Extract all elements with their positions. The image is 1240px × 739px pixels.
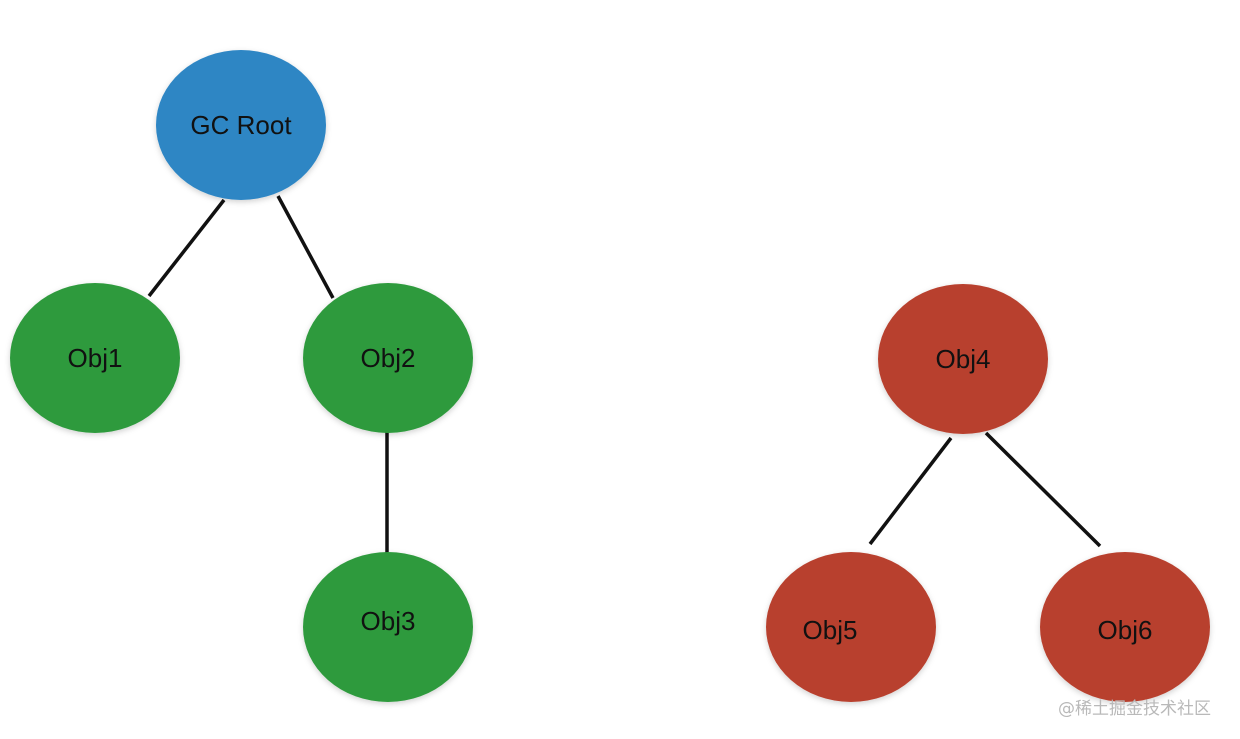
node-obj4-shape <box>878 284 1048 434</box>
node-obj1: Obj1 <box>10 283 180 433</box>
node-gc-root-shape <box>156 50 326 200</box>
node-obj6-shape <box>1040 552 1210 702</box>
watermark-text: @稀土掘金技术社区 <box>1058 699 1211 719</box>
node-obj5: Obj5 <box>766 552 936 702</box>
node-gc-root: GC Root <box>156 50 326 200</box>
node-obj2-shape <box>303 283 473 433</box>
node-gc-root-label: GC Root <box>190 110 292 140</box>
node-obj6-label: Obj6 <box>1098 615 1153 645</box>
node-obj4: Obj4 <box>878 284 1048 434</box>
node-obj1-label: Obj1 <box>68 343 123 373</box>
edge-obj4-obj5 <box>868 436 953 546</box>
node-obj5-label: Obj5 <box>803 615 858 645</box>
node-obj5-shape <box>766 552 936 702</box>
node-obj3-label: Obj3 <box>361 606 416 636</box>
node-obj3-shape <box>303 552 473 702</box>
node-obj2: Obj2 <box>303 283 473 433</box>
node-obj4-label: Obj4 <box>936 344 991 374</box>
node-obj6: Obj6 <box>1040 552 1210 702</box>
edge-gc-root-obj1 <box>147 198 226 298</box>
edge-gc-root-obj2 <box>276 195 335 299</box>
edges <box>147 195 1102 553</box>
node-obj3: Obj3 <box>303 552 473 702</box>
node-obj2-label: Obj2 <box>361 343 416 373</box>
node-obj1-shape <box>10 283 180 433</box>
edge-obj4-obj6 <box>984 431 1102 548</box>
